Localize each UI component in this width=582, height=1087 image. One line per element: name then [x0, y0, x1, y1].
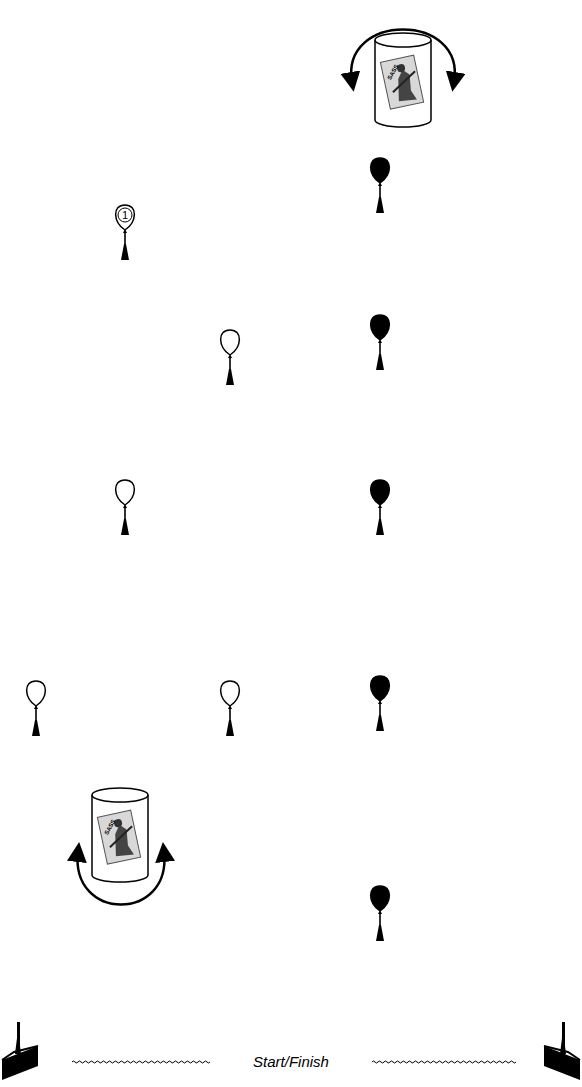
white-balloon: [116, 480, 135, 535]
white-balloon: [221, 681, 240, 736]
start-finish-label: Start/Finish: [250, 1054, 332, 1071]
black-balloon: [371, 676, 390, 731]
black-balloon: [371, 886, 390, 941]
callout-number: 1: [122, 210, 128, 221]
finish-line: [372, 1061, 516, 1063]
white-balloon: [116, 205, 135, 260]
number-ring: [118, 208, 132, 222]
black-balloon: [371, 480, 390, 535]
balloon-number: 1: [118, 208, 132, 222]
finish-post: [544, 1022, 580, 1080]
barrel: [375, 33, 431, 127]
black-balloon: [371, 315, 390, 370]
barrel: [92, 788, 148, 882]
finish-line: [72, 1061, 210, 1063]
white-balloon: [27, 681, 46, 736]
white-balloon: [221, 330, 240, 385]
turn-arrow: [351, 30, 455, 83]
black-balloon: [371, 158, 390, 213]
turn-arrow: [78, 852, 165, 905]
finish-post: [2, 1022, 38, 1080]
